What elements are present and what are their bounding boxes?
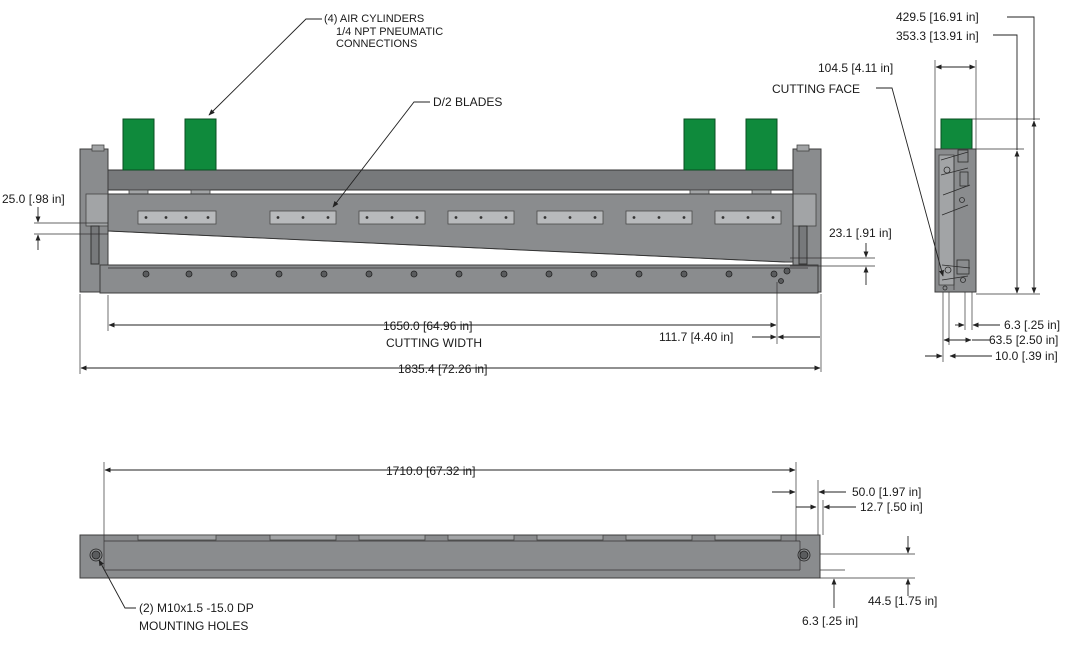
blade-slot <box>137 210 217 225</box>
side-air-cylinder <box>940 118 973 151</box>
anvil-bolt-holes <box>142 267 791 284</box>
base-slots <box>137 534 782 541</box>
dim-104-5: 104.5 [4.11 in] <box>818 61 893 75</box>
air-cylinders-label-line-1: (4) AIR CYLINDERS <box>324 13 424 25</box>
dim-23-1: 23.1 [.91 in] <box>829 226 892 240</box>
dim-353-3: 353.3 [13.91 in] <box>896 29 979 43</box>
bottom-anvil-bar <box>99 264 819 294</box>
annotation-labels: (4) AIR CYLINDERS 1/4 NPT PNEUMATIC CONN… <box>139 13 860 633</box>
front-view <box>34 18 875 374</box>
dim-1835-4: 1835.4 [72.26 in] <box>398 362 487 376</box>
air-cylinders-label-line-3: CONNECTIONS <box>336 38 417 50</box>
air-cylinder-3 <box>683 118 716 171</box>
blades-label: D/2 BLADES <box>433 95 502 109</box>
side-view <box>876 16 1040 362</box>
blade-holder <box>107 193 794 263</box>
mounting-holes-label-line-1: (2) M10x1.5 -15.0 DP <box>139 601 254 615</box>
dim-429-5: 429.5 [16.91 in] <box>896 10 979 24</box>
cutting-face-label: CUTTING FACE <box>772 82 860 96</box>
dim-1650-0: 1650.0 [64.96 in] <box>383 319 472 333</box>
dim-12-7: 12.7 [.50 in] <box>860 500 923 514</box>
air-cylinder-1 <box>122 118 155 171</box>
dim-6-3-bottom: 6.3 [.25 in] <box>802 614 858 628</box>
top-beam <box>83 169 821 191</box>
base-plate <box>79 534 821 579</box>
air-cylinder-4 <box>745 118 778 171</box>
dim-25-0: 25.0 [.98 in] <box>2 192 65 206</box>
dim-63-5: 63.5 [2.50 in] <box>989 333 1058 347</box>
bottom-view <box>79 462 915 609</box>
right-post-cap <box>796 144 810 152</box>
mounting-hole-left <box>91 550 101 560</box>
mounting-hole-right <box>799 550 809 560</box>
dim-1710-0: 1710.0 [67.32 in] <box>386 464 475 478</box>
air-cylinder-2 <box>184 118 217 171</box>
dim-10-0: 10.0 [.39 in] <box>995 349 1058 363</box>
cutting-width-label: CUTTING WIDTH <box>386 336 482 350</box>
air-cylinders-label-line-2: 1/4 NPT PNEUMATIC <box>336 26 443 38</box>
side-linkage <box>940 149 971 291</box>
right-guide-block <box>791 193 817 227</box>
dim-44-5: 44.5 [1.75 in] <box>868 594 937 608</box>
dimension-labels: 25.0 [.98 in] 23.1 [.91 in] 1650.0 [64.9… <box>2 10 1060 628</box>
mounting-holes-label-line-2: MOUNTING HOLES <box>139 619 248 633</box>
left-guide-block <box>85 193 111 227</box>
dim-6-3-side: 6.3 [.25 in] <box>1004 318 1060 332</box>
blade-slots <box>137 210 782 225</box>
left-guide-rod <box>90 225 100 265</box>
right-guide-rod <box>798 225 808 265</box>
dim-50-0: 50.0 [1.97 in] <box>852 485 921 499</box>
dim-111-7: 111.7 [4.40 in] <box>659 330 733 344</box>
left-post-cap <box>91 144 105 152</box>
